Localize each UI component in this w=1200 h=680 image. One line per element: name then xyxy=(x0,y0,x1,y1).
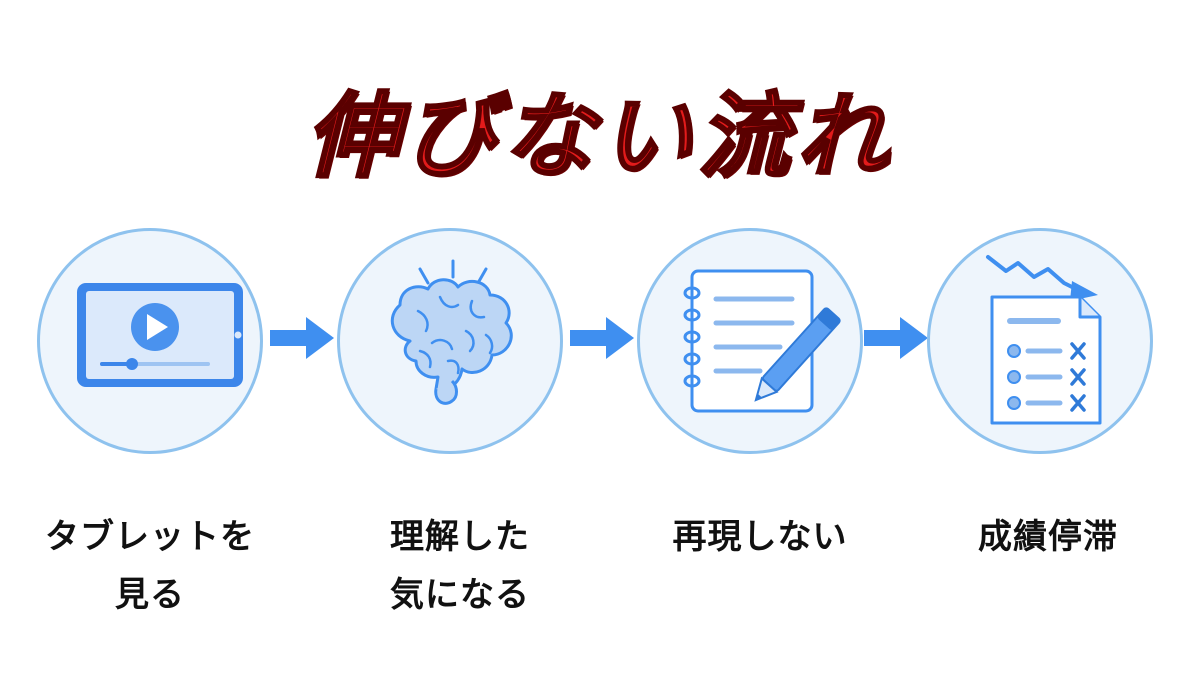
step-1-label-line2: 見る xyxy=(115,575,185,615)
step-2-label-line2: 気になる xyxy=(390,575,530,615)
step-3-label: 再現しない xyxy=(620,508,900,566)
arrow-right-icon xyxy=(270,317,334,359)
step-2-label: 理解した 気になる xyxy=(320,508,600,624)
arrow-right-icon xyxy=(864,317,928,359)
step-3-label-line1: 再現しない xyxy=(672,517,848,557)
declining-checklist-icon xyxy=(986,255,1102,425)
step-1-label-line1: タブレットを xyxy=(45,517,255,557)
step-2-circle xyxy=(337,228,563,454)
notebook-pen-icon xyxy=(683,269,841,413)
step-2-label-line1: 理解した xyxy=(390,517,530,557)
diagram-title: 伸びない流れ xyxy=(304,82,894,192)
step-4-circle xyxy=(927,228,1153,454)
step-1-label: タブレットを 見る xyxy=(10,508,290,624)
tablet-play-icon xyxy=(77,283,243,387)
step-4-label: 成績停滞 xyxy=(908,508,1188,566)
brain-icon xyxy=(390,259,513,405)
step-3-circle xyxy=(637,228,863,454)
step-4-label-line1: 成績停滞 xyxy=(978,517,1118,557)
step-1-circle xyxy=(37,228,263,454)
arrow-right-icon xyxy=(570,317,634,359)
